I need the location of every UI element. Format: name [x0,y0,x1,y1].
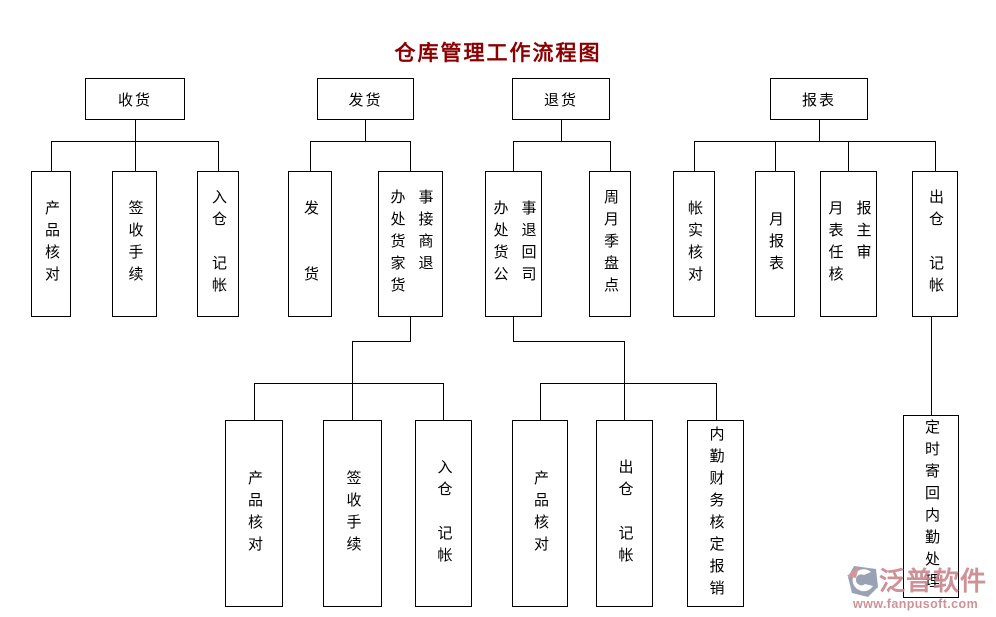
node-label: 发货 [348,91,383,109]
node-receiving: 收货 [85,78,185,120]
node-label: 办处货公 事退回司 [491,200,537,288]
node-label: 退货 [543,91,578,109]
watermark-brand: 泛普软件 [879,566,988,596]
node-office-merchant-returns: 办处货家货 事接商退 [378,171,443,317]
node-outbound-bookkeeping: 出仓 记帐 [912,171,958,317]
connector-line [513,141,611,142]
node-label: 月报表 [767,211,784,277]
node-label: 收货 [117,91,152,109]
connector-line [51,141,52,171]
node-report-director-review: 月表任核 报主审 [820,171,877,317]
node-label: 产品核对 [246,469,263,558]
connector-line [410,141,411,171]
connector-line [513,141,514,171]
connector-line [352,341,411,342]
fanpu-logo-icon [847,566,878,597]
node-office-return-to-company: 办处货公 事退回司 [485,171,542,317]
connector-line [254,383,255,420]
connector-line [561,120,562,141]
node-label: 定时寄回内勤处理 [923,418,940,595]
node-label: 产品核对 [43,200,60,288]
connector-line [624,383,625,420]
node-inbound-bookkeeping: 入仓 记帐 [197,171,239,317]
watermark-url: www.fanpusoft.com [853,597,979,611]
connector-line [819,120,820,141]
node-label: 出仓 记帐 [927,189,944,299]
node-signing-procedure-2: 签收手续 [323,420,382,607]
connector-line [540,383,717,384]
node-label: 办处货家货 事接商退 [388,189,434,299]
connector-line [775,141,776,171]
connector-line [935,141,936,171]
connector-line [410,317,411,341]
node-label: 入仓 记帐 [210,189,227,299]
watermark: 泛普软件 www.fanpusoft.com [846,560,996,616]
node-label: 报表 [801,91,836,109]
node-shipping: 发货 [317,78,414,120]
connector-line [540,383,541,420]
node-label: 产品核对 [532,469,549,558]
connector-line [694,141,695,171]
node-product-check-2: 产品核对 [225,420,283,607]
connector-line [352,383,353,420]
connector-line [135,120,136,141]
node-label: 签收手续 [344,469,362,558]
connector-line [310,141,311,171]
connector-line [513,317,514,341]
node-label: 入仓 记帐 [435,458,453,569]
node-periodic-stocktake: 周月季盘点 [589,171,631,317]
node-dispatch-goods: 发 货 [288,171,332,317]
node-monthly-report: 月报表 [755,171,795,317]
connector-line [218,141,219,171]
node-reports: 报表 [770,78,868,120]
connector-line [254,383,444,384]
node-account-verification: 帐实核对 [673,171,715,317]
node-label: 签收手续 [126,200,144,288]
connector-line [352,341,353,383]
node-product-check-3: 产品核对 [512,420,568,607]
node-label: 内勤财务核定报销 [707,425,725,602]
node-label: 帐实核对 [686,200,703,288]
node-label: 出仓 记帐 [616,458,634,569]
connector-line [513,341,625,342]
connector-line [931,317,932,415]
node-product-check: 产品核对 [31,171,71,317]
node-backoffice-finance-reimbursement: 内勤财务核定报销 [687,420,744,607]
node-signing-procedure: 签收手续 [112,171,157,317]
node-outbound-bookkeeping-2: 出仓 记帐 [596,420,653,607]
connector-line [135,141,136,171]
node-scheduled-mailback-processing: 定时寄回内勤处理 [903,415,959,598]
node-label: 月表任核 报主审 [826,200,872,288]
connector-line [365,120,366,141]
page-title: 仓库管理工作流程图 [394,42,602,65]
connector-line [694,141,935,142]
connector-line [610,141,611,171]
connector-line [848,141,849,171]
connector-line [624,341,625,383]
node-returns: 退货 [512,78,610,120]
connector-line [716,383,717,420]
connector-line [443,383,444,420]
node-label: 周月季盘点 [602,189,619,299]
node-inbound-bookkeeping-2: 入仓 记帐 [415,420,472,607]
connector-line [310,141,411,142]
node-label: 发 货 [302,200,319,288]
